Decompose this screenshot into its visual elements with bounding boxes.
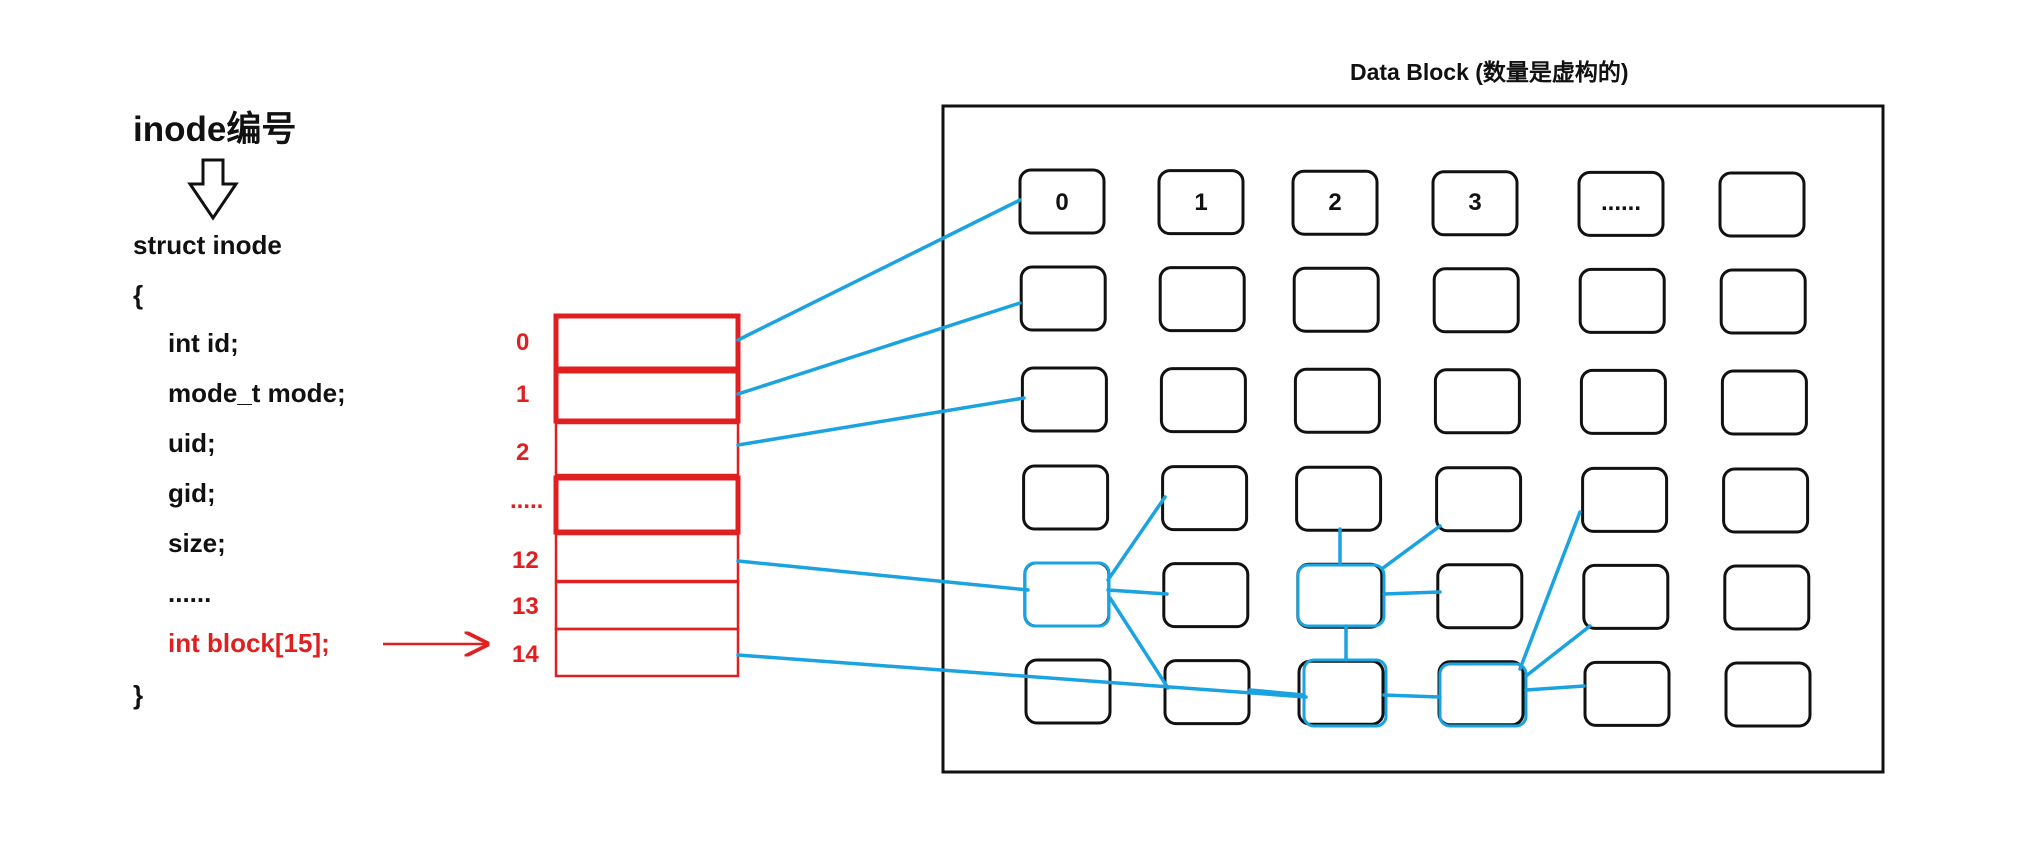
data-block-cell-r0-c1: [1157, 169, 1245, 236]
pointer-line-12: [736, 559, 1030, 592]
highlight-block: [1296, 563, 1386, 628]
data-block-cell-r2-c0: [1020, 366, 1108, 433]
data-block-cell-r4-c0: [1023, 561, 1111, 628]
data-block-cell-r0-c4: [1577, 170, 1665, 237]
field-size: size;: [168, 528, 226, 558]
data-block-cell-r4-c5: [1723, 564, 1811, 631]
data-block-cell-r3-c0: [1022, 464, 1110, 531]
link-line: [1108, 596, 1170, 690]
highlight-block: [1302, 658, 1388, 728]
link-line: [1382, 590, 1442, 596]
close-brace: }: [133, 680, 143, 710]
field-mode: mode_t mode;: [168, 378, 346, 408]
block-cell-13: [554, 580, 740, 631]
data-block-cell-r1-c5: [1719, 268, 1807, 335]
data-block-title: Data Block (数量是虚构的): [1350, 59, 1629, 85]
data-block-label-2: 2: [1328, 189, 1341, 216]
block-cell-2: [554, 421, 740, 477]
data-block-cell-r1-c0: [1019, 265, 1107, 332]
pointer-line-2: [736, 396, 1026, 447]
data-block-cell-r5-c3: [1437, 660, 1525, 727]
data-block-cell-r1-c2: [1292, 266, 1380, 333]
data-block-cell-r0-c2: [1291, 169, 1379, 236]
data-block-cell-r3-c5: [1722, 467, 1810, 534]
index-label-2: 2: [516, 439, 529, 466]
block-cell-ellipsis: [553, 475, 741, 535]
field-ellipsis: ......: [168, 578, 211, 608]
pointer-line-14: [736, 653, 1308, 699]
link-line: [1381, 524, 1442, 570]
struct-header: struct inode: [133, 230, 282, 260]
data-block-cell-r0-c5: [1718, 171, 1806, 238]
data-block-cell-r3-c1: [1161, 465, 1249, 532]
block-cell-12: [554, 532, 740, 583]
data-block-cell-r5-c4: [1583, 660, 1671, 727]
index-label-13: 13: [512, 593, 539, 620]
data-block-cell-r1-c4: [1578, 267, 1666, 334]
data-block-cell-r3-c3: [1435, 466, 1523, 533]
data-block-cell-r5-c2: [1297, 659, 1385, 726]
pointer-line-0: [736, 198, 1022, 342]
highlight-block: [1023, 561, 1111, 628]
index-label-ellipsis: .....: [510, 487, 543, 514]
data-block-frame: [941, 104, 1885, 774]
link-line: [1382, 693, 1442, 699]
data-block-cell-r1-c1: [1158, 266, 1246, 333]
block-cell-0: [553, 313, 741, 372]
data-block-cell-r2-c1: [1159, 367, 1247, 434]
data-block-cell-r2-c3: [1433, 368, 1521, 435]
block-connections: [736, 198, 1592, 699]
link-line: [1524, 684, 1586, 692]
link-line: [1248, 688, 1306, 697]
field-id: int id;: [168, 328, 239, 358]
data-block-label-3: 3: [1468, 189, 1481, 216]
data-block-label-4: ......: [1601, 189, 1641, 216]
data-block-cell-r2-c2: [1293, 367, 1381, 434]
data-block-label-1: 1: [1194, 189, 1207, 216]
field-gid: gid;: [168, 478, 216, 508]
data-block-cell-r2-c5: [1720, 369, 1808, 436]
link-line: [1106, 495, 1167, 582]
data-block-cell-r4-c2: [1296, 562, 1384, 629]
index-label-0: 0: [516, 329, 529, 356]
link-line: [1524, 624, 1592, 678]
highlighted-blocks: [1023, 561, 1528, 728]
link-line: [1518, 510, 1582, 671]
data-block-cell-r0-c3: [1431, 170, 1519, 237]
data-block-cell-r5-c0: [1024, 658, 1112, 725]
inode-number-title: inode编号: [133, 110, 296, 149]
data-block-cell-r3-c4: [1581, 466, 1669, 533]
highlight-block: [1438, 662, 1528, 728]
block-cell-1: [553, 368, 741, 424]
open-brace: {: [133, 280, 143, 310]
index-label-1: 1: [516, 381, 529, 408]
pointer-line-1: [736, 301, 1022, 396]
data-block-label-0: 0: [1055, 189, 1068, 216]
block-array: [553, 313, 741, 678]
index-label-12: 12: [512, 547, 539, 574]
field-block: int block[15];: [168, 628, 330, 658]
link-line: [1106, 588, 1169, 596]
data-block-cell-r4-c4: [1582, 563, 1670, 630]
index-label-14: 14: [512, 641, 539, 668]
data-block-cell-r1-c3: [1432, 267, 1520, 334]
down-arrow-icon: [187, 158, 239, 221]
block-cell-14: [554, 627, 740, 678]
data-block-cell-r4-c1: [1162, 562, 1250, 629]
data-block-cell-r3-c2: [1295, 465, 1383, 532]
field-uid: uid;: [168, 428, 216, 458]
data-block-cell-r5-c5: [1724, 661, 1812, 728]
data-block-grid: 0 1 2 3......: [1018, 168, 1812, 728]
data-block-cell-r4-c3: [1436, 563, 1524, 630]
data-block-cell-r2-c4: [1579, 368, 1667, 435]
